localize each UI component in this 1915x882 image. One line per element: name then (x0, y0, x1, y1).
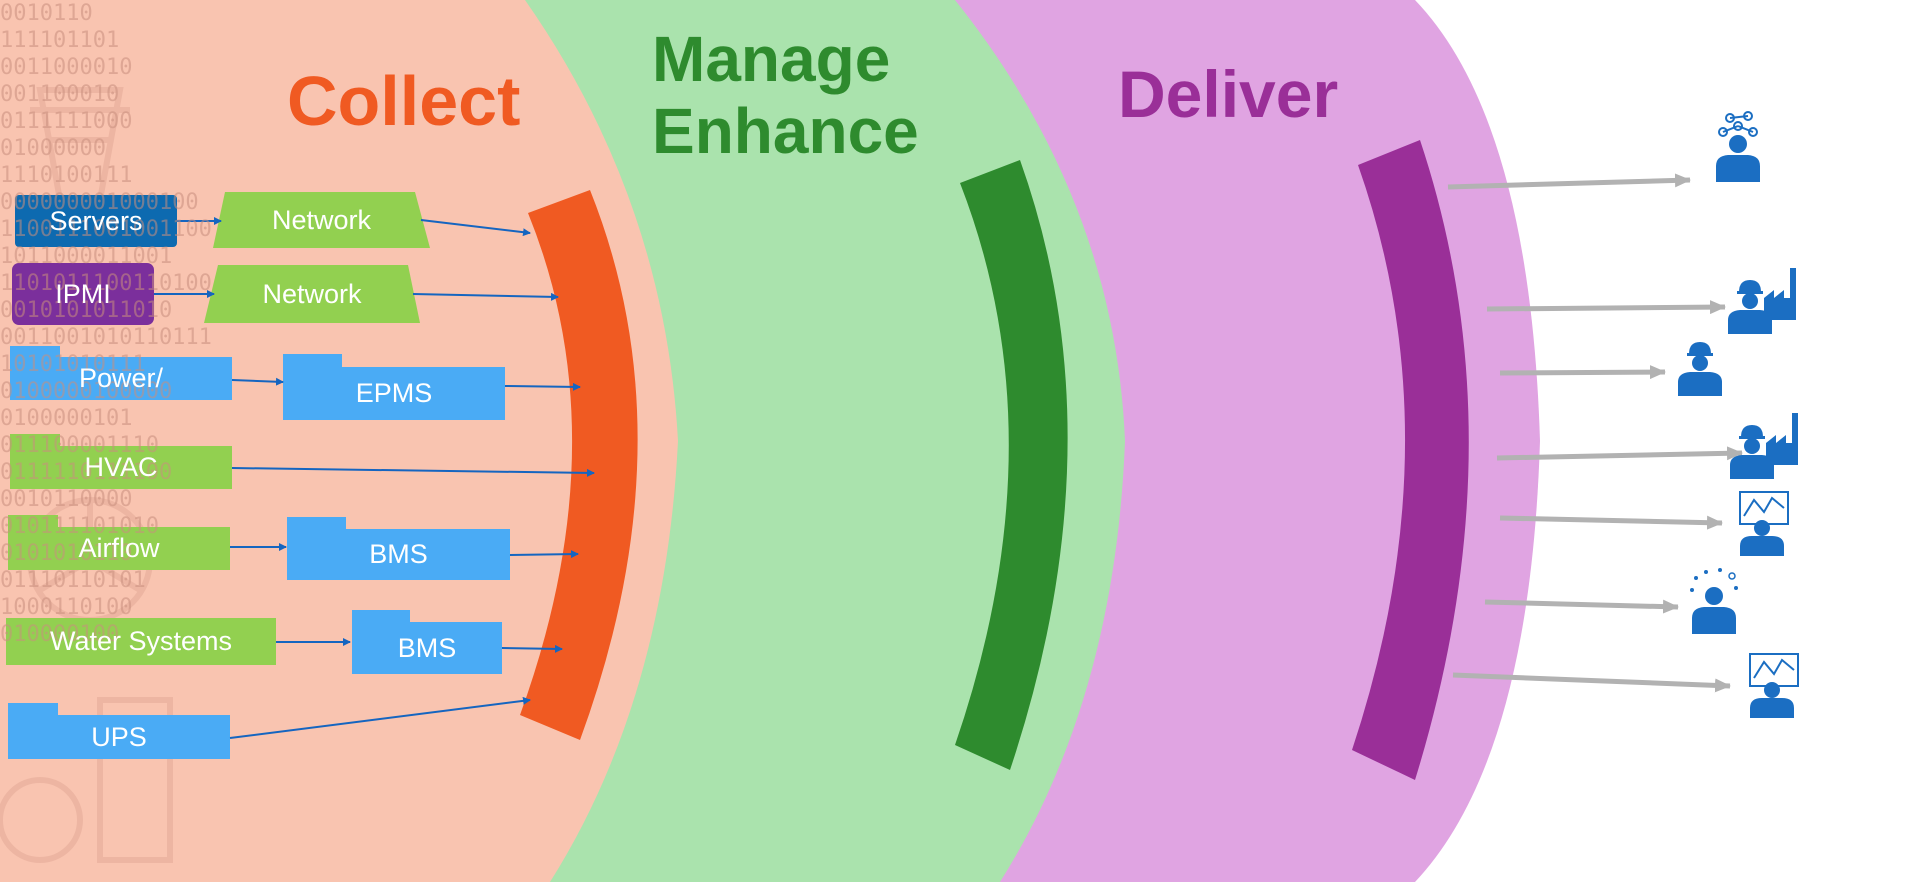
source-hvac: HVAC (84, 452, 158, 482)
source-water-systems: Water Systems (49, 626, 233, 656)
binary-line: 01000000 (0, 136, 106, 161)
source-ups: UPS (91, 721, 147, 752)
analyst-chart-icon (1749, 653, 1799, 718)
binary-line: 0100000101 (0, 406, 133, 431)
intermediate-bms-2: BMS (397, 632, 457, 663)
binary-line: 0100000100000 (0, 379, 173, 404)
binary-line: 01110110101 (0, 568, 146, 593)
binary-line: 0010101011010 (0, 298, 173, 323)
intermediate-network-1: Network (271, 204, 372, 235)
worker-factory-icon (1730, 413, 1798, 479)
source-power: Power/ (78, 363, 164, 393)
person-network-icon (1716, 111, 1760, 182)
binary-line: 0111110111100 (0, 460, 173, 485)
binary-line: 000000001000100 (0, 190, 199, 215)
binary-line: 1101011100110100 (0, 271, 212, 296)
binary-line: 010111101010 (0, 514, 159, 539)
source-ipmi: IPMI (55, 278, 111, 309)
intermediate-network-2: Network (262, 278, 362, 309)
source-airflow: Airflow (78, 533, 160, 563)
binary-line: 1011000011001 (0, 244, 173, 269)
binary-line: 011100001110 (0, 433, 159, 458)
binary-line: 0011001010110111 (0, 325, 212, 350)
intermediate-shapes (204, 192, 510, 674)
deliver-arrows (1447, 173, 1743, 693)
binary-line: 1000110100 (0, 595, 133, 620)
binary-line: 1100111001001100 (0, 217, 212, 242)
binary-line: 0010110000 (0, 487, 133, 512)
deliver-title: Deliver (1118, 57, 1339, 131)
manage-title: Manage Enhance (652, 23, 919, 167)
worker-icon (1678, 342, 1722, 396)
binary-line: 001100010 (0, 82, 120, 107)
source-shapes (6, 195, 276, 759)
analyst-chart-icon (1739, 491, 1789, 556)
person-thinking-icon (1690, 568, 1738, 634)
binary-line: 0010110 (0, 1, 93, 26)
binary-line: 10101010111 (0, 352, 146, 377)
binary-line: 0011000010 (0, 55, 133, 80)
collect-title: Collect (287, 62, 521, 140)
source-servers: Servers (49, 205, 143, 236)
collect-arrows (154, 217, 595, 739)
binary-line: 0101010110 (0, 541, 133, 566)
intermediate-epms: EPMS (355, 378, 433, 408)
binary-line: 1110100111 (0, 163, 133, 188)
manage-arc (955, 160, 1068, 770)
binary-line: 111101101 (0, 28, 120, 53)
intermediate-bms-1: BMS (369, 539, 428, 569)
worker-factory-icon (1728, 268, 1796, 334)
collect-arc (520, 190, 638, 740)
deliver-arc (1352, 140, 1469, 780)
binary-line: 010000100 (0, 622, 120, 647)
binary-line: 0111111000 (0, 109, 133, 134)
